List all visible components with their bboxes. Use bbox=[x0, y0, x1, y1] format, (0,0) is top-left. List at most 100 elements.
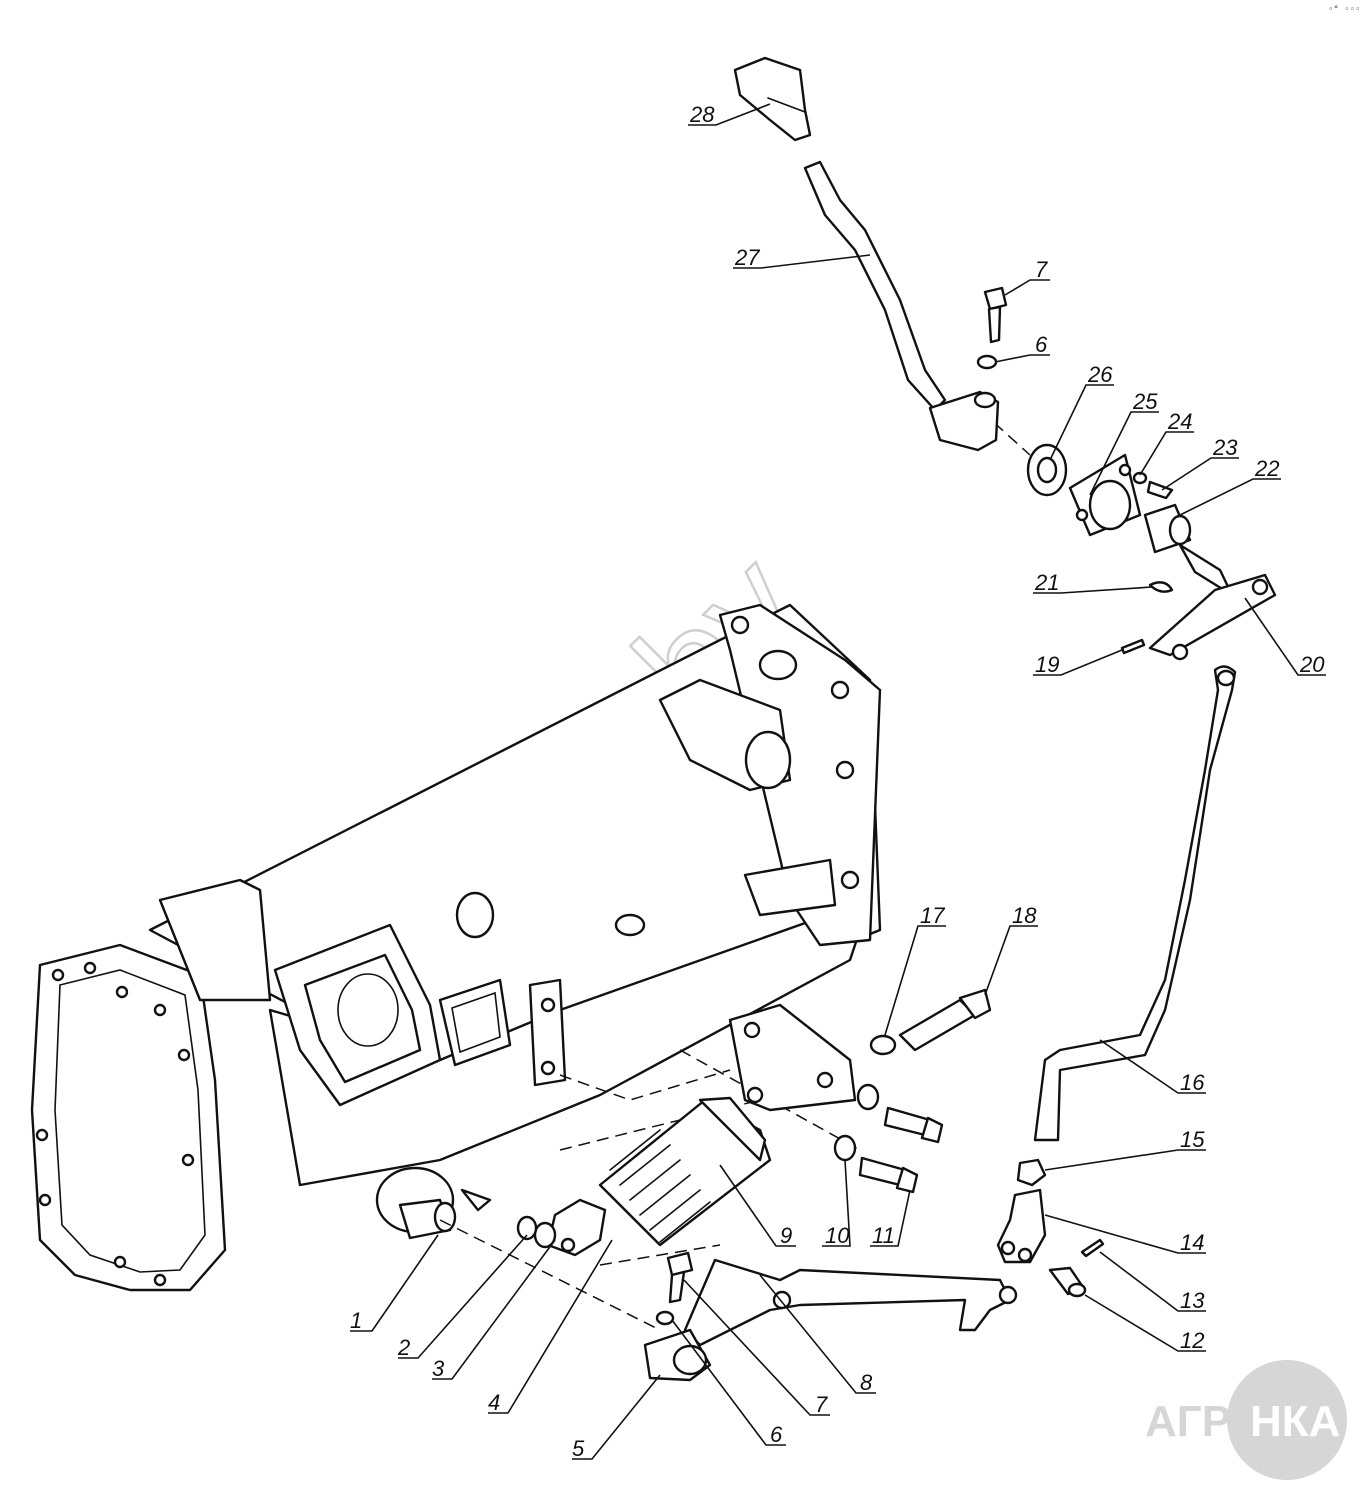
logo-text-left: АГРО bbox=[1145, 1397, 1265, 1446]
part-15-nut bbox=[1016, 1158, 1047, 1187]
callout-c3: 3 bbox=[432, 1239, 556, 1381]
callout-leader-line bbox=[432, 1239, 556, 1380]
callout-c26: 26 bbox=[1049, 362, 1114, 461]
part-18-adjust-bolt bbox=[898, 988, 992, 1052]
callout-leader-line bbox=[350, 1234, 439, 1332]
callout-c4: 4 bbox=[488, 1239, 613, 1415]
callout-c25: 25 bbox=[1089, 389, 1159, 496]
callout-label: 22 bbox=[1254, 456, 1279, 481]
callout-c2: 2 bbox=[397, 1234, 528, 1360]
part-14-clevis bbox=[996, 1188, 1047, 1264]
brand-logo: АГРО НКА bbox=[1145, 1360, 1347, 1480]
callout-c14: 14 bbox=[1044, 1214, 1206, 1255]
callout-label: 9 bbox=[780, 1223, 792, 1248]
callout-leader-line bbox=[994, 354, 1050, 363]
callout-c28: 28 bbox=[688, 102, 771, 127]
callout-c7a: 7 bbox=[683, 1279, 830, 1417]
callout-c19: 19 bbox=[1033, 649, 1123, 677]
part-16-rod bbox=[1033, 665, 1237, 1142]
callout-c10: 10 bbox=[822, 1159, 851, 1248]
callout-c9: 9 bbox=[719, 1164, 796, 1248]
callout-label: 13 bbox=[1180, 1288, 1205, 1313]
callout-leader-line bbox=[1161, 457, 1239, 491]
part-21-key bbox=[1148, 581, 1174, 593]
callout-label: 6 bbox=[770, 1422, 783, 1447]
part-19-pin bbox=[1120, 638, 1146, 655]
callout-c1: 1 bbox=[350, 1234, 439, 1333]
callout-label: 24 bbox=[1167, 409, 1192, 434]
callout-label: 3 bbox=[432, 1356, 445, 1381]
callout-leader-line bbox=[870, 1189, 911, 1247]
callout-leader-line bbox=[671, 1319, 786, 1446]
callout-c15: 15 bbox=[1044, 1127, 1206, 1171]
callout-label: 6 bbox=[1035, 332, 1048, 357]
callout-leader-line bbox=[1033, 586, 1153, 594]
callout-c6b: 6 bbox=[994, 332, 1050, 363]
callout-leader-line bbox=[1244, 597, 1326, 676]
callout-leader-line bbox=[759, 1274, 876, 1394]
callout-leader-line bbox=[884, 925, 946, 1036]
corner-mark: ◦° ◦◦◦ bbox=[1328, 5, 1361, 15]
callout-leader-line bbox=[1049, 384, 1114, 461]
callout-leader-line bbox=[1084, 1294, 1206, 1352]
callout-c24: 24 bbox=[1139, 409, 1194, 476]
part-11-bolt bbox=[858, 1106, 944, 1194]
part-7-bolt-lower bbox=[666, 1251, 694, 1304]
part-9-cylinder bbox=[598, 1096, 772, 1247]
callout-label: 10 bbox=[825, 1223, 850, 1248]
part-27-lever bbox=[803, 160, 1000, 452]
callout-c22: 22 bbox=[1179, 456, 1281, 516]
callout-label: 4 bbox=[488, 1390, 500, 1415]
part-4-yoke bbox=[546, 1198, 607, 1257]
callout-leader-line bbox=[1004, 279, 1050, 296]
callout-c17: 17 bbox=[884, 903, 946, 1036]
callout-c20: 20 bbox=[1244, 597, 1326, 677]
callout-leader-line bbox=[719, 1164, 796, 1247]
callout-c5: 5 bbox=[572, 1374, 661, 1461]
callout-label: 28 bbox=[689, 102, 715, 127]
callout-c16: 16 bbox=[1099, 1039, 1206, 1095]
callout-label: 17 bbox=[920, 903, 945, 928]
callout-leader-line bbox=[822, 1159, 851, 1247]
logo-circle bbox=[1227, 1360, 1347, 1480]
callout-c12: 12 bbox=[1084, 1294, 1206, 1353]
part-10-washer bbox=[833, 1083, 880, 1162]
part-26-gasket bbox=[1026, 443, 1068, 497]
bracket bbox=[728, 1003, 857, 1112]
callout-leader-line bbox=[1139, 431, 1194, 476]
part-6-washer-lower bbox=[655, 1310, 675, 1326]
part-5-clamp bbox=[643, 1328, 712, 1382]
callout-label: 1 bbox=[350, 1308, 362, 1333]
callout-label: 21 bbox=[1034, 570, 1059, 595]
part-7-bolt-upper bbox=[983, 286, 1008, 344]
callout-c13: 13 bbox=[1099, 1251, 1206, 1313]
callout-c11: 11 bbox=[870, 1189, 911, 1248]
callout-c21: 21 bbox=[1033, 570, 1153, 595]
callout-label: 16 bbox=[1180, 1070, 1205, 1095]
part-22-bushing bbox=[1143, 503, 1192, 554]
logo-text-right: НКА bbox=[1250, 1397, 1340, 1446]
callout-leader-line bbox=[688, 103, 771, 126]
callout-leader-line bbox=[572, 1374, 661, 1460]
part-25-flange bbox=[1068, 453, 1142, 537]
callout-label: 11 bbox=[872, 1223, 895, 1248]
callout-c8: 8 bbox=[759, 1274, 876, 1395]
part-13-pin bbox=[1080, 1238, 1105, 1258]
callout-c18: 18 bbox=[984, 903, 1038, 996]
callout-label: 26 bbox=[1087, 362, 1113, 387]
part-2-ring bbox=[516, 1215, 538, 1241]
part-24-washer bbox=[1132, 471, 1148, 485]
callout-leader-line bbox=[984, 925, 1038, 996]
callout-leader-line bbox=[398, 1234, 528, 1359]
callout-leader-line bbox=[733, 254, 871, 269]
part-28-knob bbox=[733, 56, 812, 142]
part-6-washer-upper bbox=[976, 354, 998, 370]
callout-leader-line bbox=[1179, 478, 1281, 516]
callout-label: 15 bbox=[1180, 1127, 1205, 1152]
callout-label: 19 bbox=[1035, 652, 1059, 677]
part-17-nut bbox=[869, 1034, 897, 1056]
callout-c27: 27 bbox=[733, 245, 871, 270]
callout-c6a: 6 bbox=[671, 1319, 786, 1447]
